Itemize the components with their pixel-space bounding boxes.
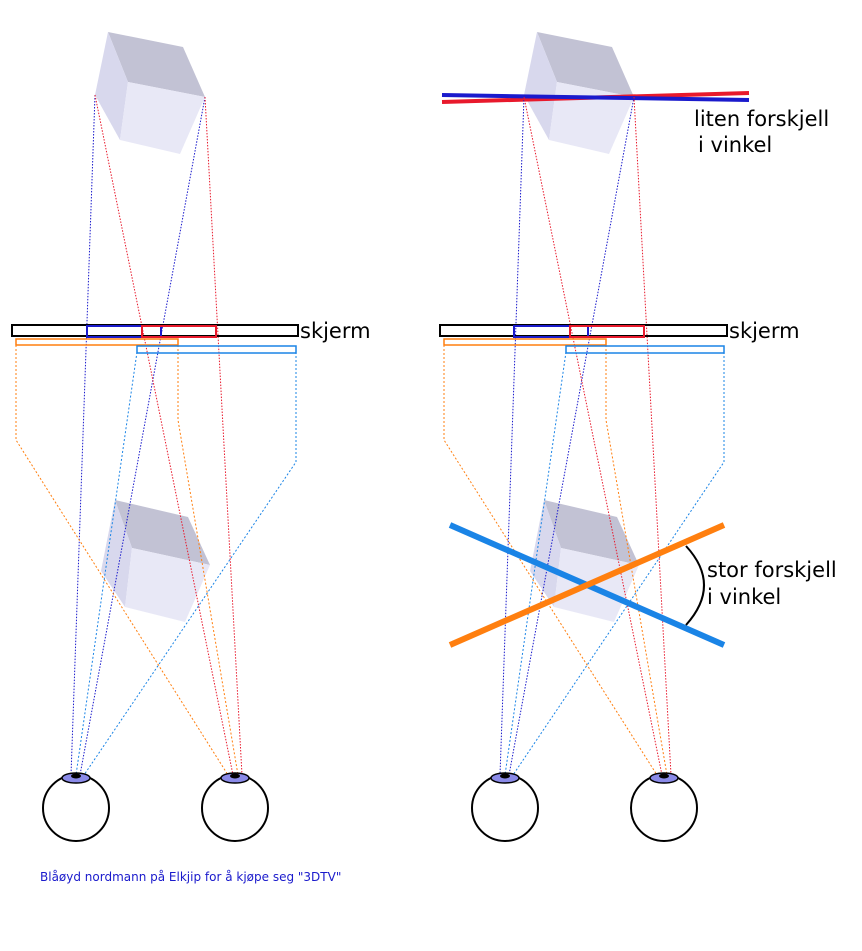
right-red-image [569, 325, 645, 338]
left-cube-rays [70, 94, 243, 776]
left-eye-right [201, 772, 269, 842]
left-orange-rays [15, 345, 239, 776]
right-lightblue-image [565, 345, 725, 354]
right-eye-right [630, 772, 698, 842]
caption: Blåøyd nordmann på Elkjip for å kjøpe se… [40, 870, 341, 884]
right-orange-rays [443, 345, 668, 776]
right-cube-rays [499, 96, 672, 776]
large-angle-label-2: i vinkel [707, 585, 781, 609]
right-top-cube [524, 32, 634, 154]
left-lightblue-image [136, 345, 297, 354]
left-red-image [141, 325, 217, 338]
left-panel: skjerm Blåøyd nordmann på Elkjip for å k… [11, 32, 371, 884]
left-top-cube [95, 32, 205, 154]
right-panel: liten forskjell i vinkel [439, 32, 837, 842]
small-angle-label-1: liten forskjell [694, 107, 829, 131]
right-eye-left [471, 772, 539, 842]
right-screen-label: skjerm [729, 319, 800, 343]
right-orange-image [443, 338, 607, 346]
right-bottom-cube [530, 500, 639, 622]
large-angle-lines [448, 522, 726, 648]
small-angle-lines [441, 91, 750, 104]
left-eye-left [42, 772, 110, 842]
right-blue-image [513, 325, 589, 338]
left-screen-label: skjerm [300, 319, 371, 343]
left-bottom-cube [101, 500, 210, 622]
left-blue-image [86, 325, 162, 338]
angle-arc [685, 545, 705, 626]
left-orange-image [15, 338, 179, 346]
left-lightblue-rays [75, 351, 297, 776]
small-angle-label-2: i vinkel [698, 133, 772, 157]
large-angle-label-1: stor forskjell [707, 558, 837, 582]
